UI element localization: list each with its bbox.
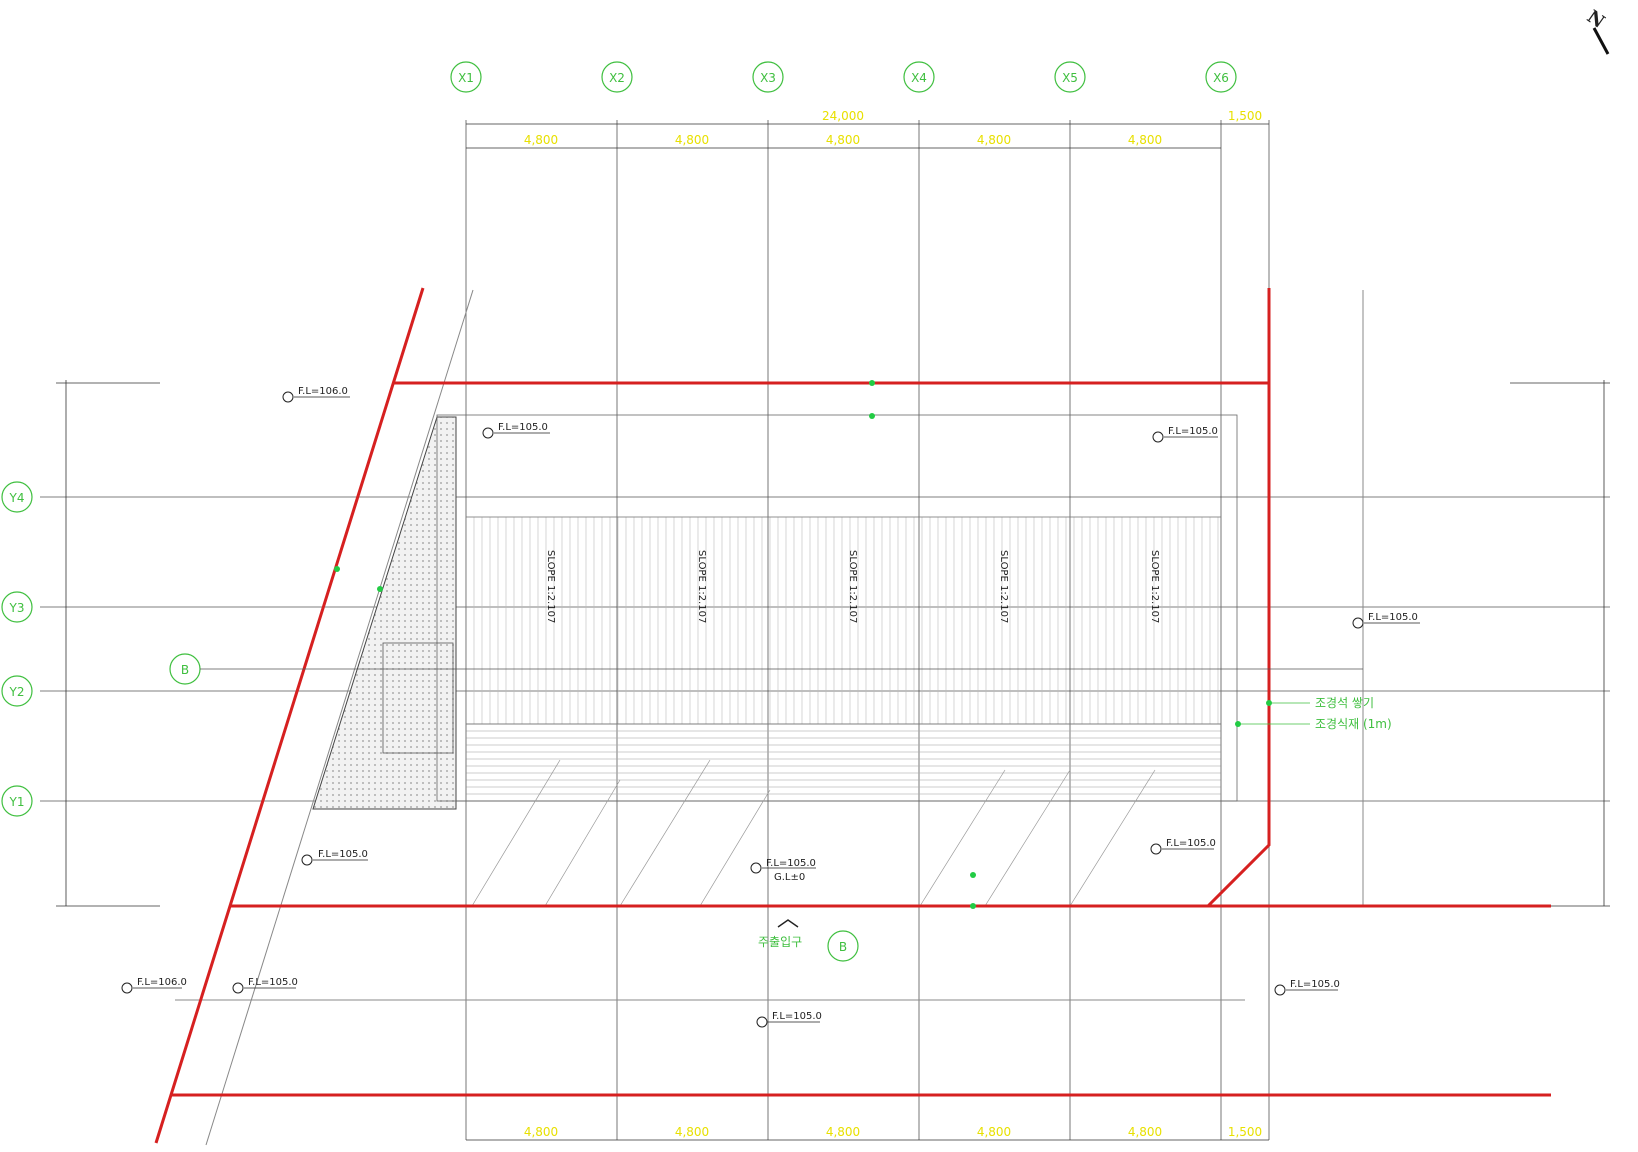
svg-text:G.L±0: G.L±0 <box>774 872 805 883</box>
svg-text:SLOPE 1:2.107: SLOPE 1:2.107 <box>1149 550 1160 623</box>
level-marker: F.L=106.0 <box>121 977 187 994</box>
axis-y2-marker: Y2 <box>1 675 33 707</box>
axis-y4-marker: Y4 <box>1 481 33 513</box>
level-marker: F.L=105.0 <box>1352 612 1420 629</box>
svg-text:Y3: Y3 <box>9 601 25 615</box>
slope-ramp-area <box>465 516 1222 725</box>
svg-text:4,800: 4,800 <box>1128 1125 1162 1139</box>
level-marker: F.L=105.0 <box>1152 426 1218 443</box>
svg-text:F.L=105.0: F.L=105.0 <box>1290 979 1340 990</box>
svg-text:4,800: 4,800 <box>826 133 860 147</box>
svg-text:SLOPE 1:2.107: SLOPE 1:2.107 <box>696 550 707 623</box>
north-arrow: N <box>1583 6 1610 55</box>
svg-text:X4: X4 <box>911 71 927 85</box>
slope-labels: SLOPE 1:2.107 SLOPE 1:2.107 SLOPE 1:2.10… <box>545 550 1160 623</box>
svg-text:24,000: 24,000 <box>822 109 864 123</box>
svg-text:주출입구: 주출입구 <box>758 935 802 949</box>
svg-text:조경석 쌓기: 조경석 쌓기 <box>1315 696 1374 710</box>
svg-text:Y1: Y1 <box>9 795 25 809</box>
svg-text:4,800: 4,800 <box>524 133 558 147</box>
axis-x2-marker: X2 <box>601 61 633 93</box>
axis-y1-marker: Y1 <box>1 785 33 817</box>
svg-text:B: B <box>839 940 847 954</box>
svg-text:F.L=105.0: F.L=105.0 <box>1168 426 1218 437</box>
svg-text:F.L=105.0: F.L=105.0 <box>772 1011 822 1022</box>
svg-text:SLOPE 1:2.107: SLOPE 1:2.107 <box>998 550 1009 623</box>
axis-y3-marker: Y3 <box>1 591 33 623</box>
svg-text:X5: X5 <box>1062 71 1078 85</box>
svg-text:4,800: 4,800 <box>524 1125 558 1139</box>
svg-text:1,500: 1,500 <box>1228 1125 1262 1139</box>
level-marker: F.L=105.0 <box>482 422 550 439</box>
bottom-dimension-text: 4,800 4,800 4,800 4,800 4,800 1,500 <box>524 1125 1262 1139</box>
svg-text:X6: X6 <box>1213 71 1229 85</box>
svg-text:F.L=106.0: F.L=106.0 <box>298 386 348 397</box>
level-marker: F.L=105.0 G.L±0 <box>750 858 816 883</box>
svg-text:X2: X2 <box>609 71 625 85</box>
axis-x5-marker: X5 <box>1054 61 1086 93</box>
axis-x4-marker: X4 <box>903 61 935 93</box>
svg-text:F.L=105.0: F.L=105.0 <box>1166 838 1216 849</box>
right-notes: 조경석 쌓기 조경식재 (1m) <box>1235 696 1392 731</box>
leader-dots <box>334 380 976 909</box>
svg-text:SLOPE 1:2.107: SLOPE 1:2.107 <box>847 550 858 623</box>
svg-text:4,800: 4,800 <box>977 1125 1011 1139</box>
level-marker: F.L=105.0 <box>1274 979 1340 996</box>
svg-text:1,500: 1,500 <box>1228 109 1262 123</box>
top-dimension-text: 24,000 1,500 4,800 4,800 4,800 4,800 4,8… <box>524 109 1262 147</box>
road-lines <box>175 289 1364 1146</box>
top-dimension-lines <box>466 123 1269 1141</box>
level-marker: F.L=105.0 <box>1150 838 1216 855</box>
svg-text:F.L=105.0: F.L=105.0 <box>318 849 368 860</box>
y-axis-markers: Y4 Y3 Y2 Y1 <box>1 481 33 817</box>
section-marker-left: B <box>169 653 1363 685</box>
axis-x1-marker: X1 <box>450 61 482 93</box>
svg-text:4,800: 4,800 <box>977 133 1011 147</box>
svg-text:Y2: Y2 <box>9 685 25 699</box>
svg-text:조경식재 (1m): 조경식재 (1m) <box>1315 717 1392 731</box>
svg-text:SLOPE 1:2.107: SLOPE 1:2.107 <box>545 550 556 623</box>
level-markers: F.L=106.0 F.L=105.0 F.L=105.0 F.L=105.0 … <box>121 386 1420 1028</box>
level-marker: F.L=105.0 <box>756 1011 822 1028</box>
svg-text:Y4: Y4 <box>9 491 25 505</box>
level-marker: F.L=105.0 <box>232 977 298 994</box>
axis-x3-marker: X3 <box>752 61 784 93</box>
site-boundary <box>154 287 1551 1144</box>
bottom-diagonal-lines <box>471 759 1156 907</box>
level-marker: F.L=105.0 <box>301 849 368 866</box>
axis-x6-marker: X6 <box>1205 61 1237 93</box>
svg-text:4,800: 4,800 <box>675 1125 709 1139</box>
svg-text:4,800: 4,800 <box>1128 133 1162 147</box>
svg-text:F.L=105.0: F.L=105.0 <box>1368 612 1418 623</box>
svg-text:4,800: 4,800 <box>675 133 709 147</box>
parking-stripe-area <box>465 723 1222 802</box>
level-marker: F.L=106.0 <box>282 386 350 403</box>
svg-text:F.L=106.0: F.L=106.0 <box>137 977 187 988</box>
hatched-planting-area <box>312 416 457 810</box>
main-entrance: 주출입구 B <box>758 919 859 962</box>
svg-text:F.L=105.0: F.L=105.0 <box>248 977 298 988</box>
building-outline <box>436 414 1238 802</box>
svg-text:F.L=105.0: F.L=105.0 <box>498 422 548 433</box>
svg-text:F.L=105.0: F.L=105.0 <box>766 858 816 869</box>
svg-text:X1: X1 <box>458 71 474 85</box>
svg-text:X3: X3 <box>760 71 776 85</box>
inner-room-outline <box>382 642 454 754</box>
svg-text:B: B <box>181 663 189 677</box>
x-axis-markers: X1 X2 X3 X4 X5 X6 <box>450 61 1237 93</box>
svg-text:4,800: 4,800 <box>826 1125 860 1139</box>
side-dimension-lines <box>56 380 1610 907</box>
